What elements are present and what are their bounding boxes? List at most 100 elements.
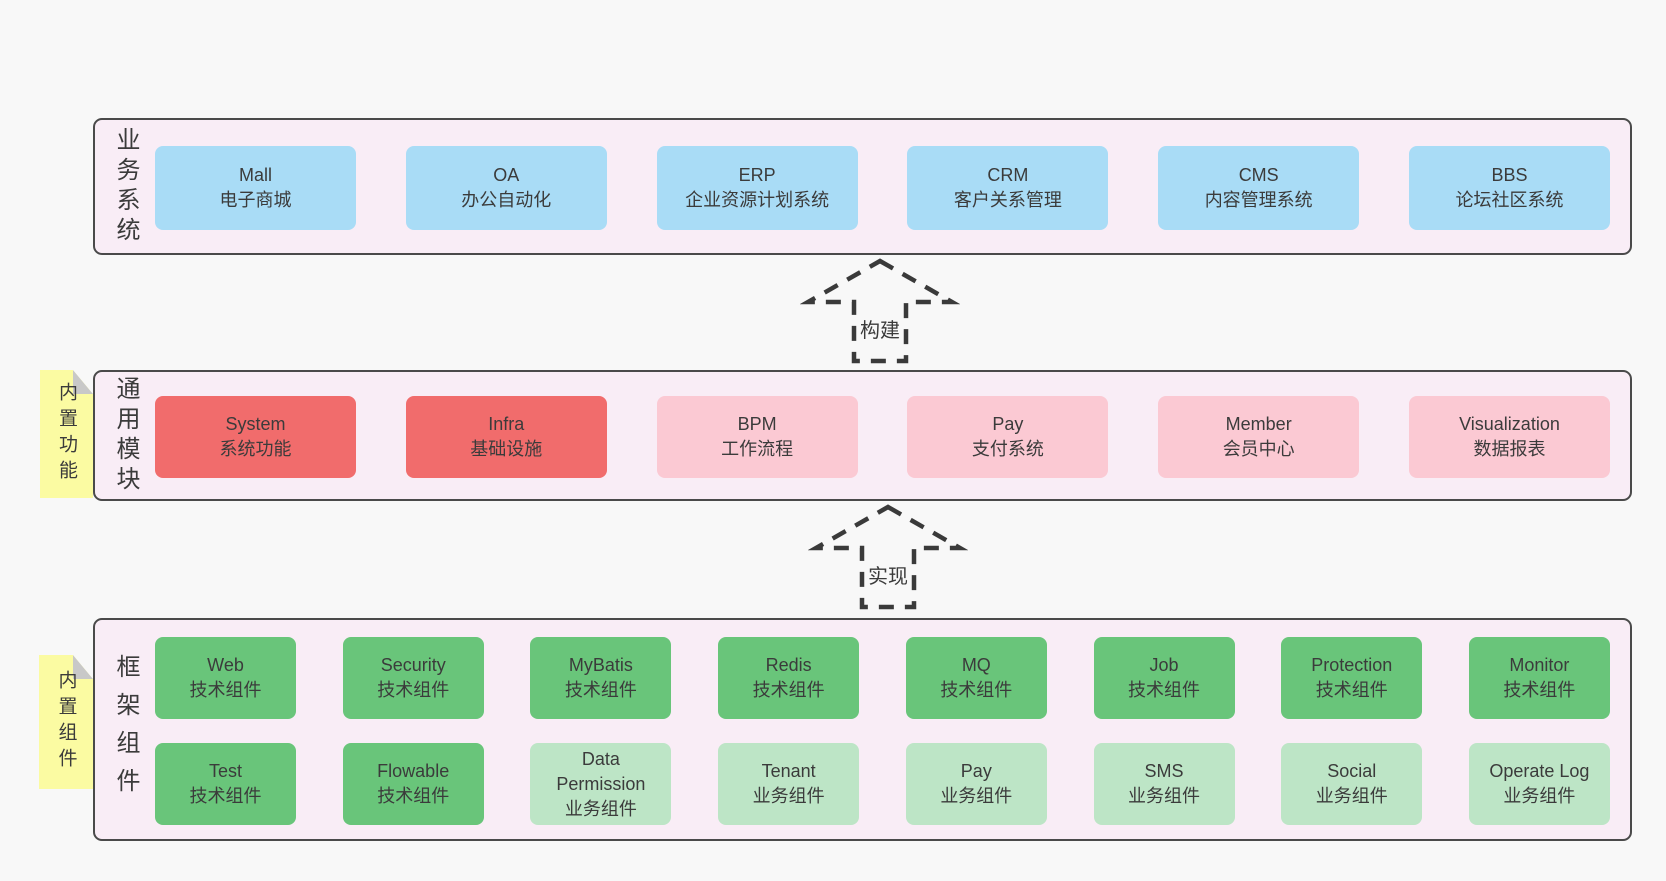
box-subtitle: 技术组件 — [377, 786, 450, 806]
component-box: Tenant 业务组件 — [718, 743, 860, 825]
box-subtitle: 系统功能 — [219, 439, 292, 459]
up-arrow-icon — [808, 504, 968, 610]
sticky-label: 内置组件 — [55, 670, 77, 774]
box-title: Job — [1149, 655, 1179, 675]
box-title: Pay — [960, 761, 992, 781]
section-framework-components: 框架组件 Web 技术组件 Security 技术组件 MyBatis 技术组件… — [93, 618, 1632, 841]
box-title: CMS — [1238, 165, 1279, 185]
box-title: Data Permission — [556, 748, 646, 794]
component-box: MyBatis 技术组件 — [530, 637, 672, 719]
box-title: BPM — [737, 414, 777, 434]
component-box: ERP 企业资源计划系统 — [656, 146, 858, 230]
section-common-modules: 通用模块 System 系统功能 Infra 基础设施 BPM 工作流程 Pay… — [93, 370, 1632, 501]
box-title: Test — [208, 761, 242, 781]
box-subtitle: 技术组件 — [189, 680, 262, 700]
component-box: OA 办公自动化 — [405, 146, 607, 230]
sticky-label: 内置功能 — [56, 382, 77, 486]
box-subtitle: 数据报表 — [1473, 439, 1546, 459]
sticky-note-builtin-components: 内置组件 — [39, 655, 93, 789]
box-title: Mall — [238, 165, 272, 185]
section-label: 框架组件 — [112, 653, 139, 806]
arrow-label: 构建 — [857, 314, 903, 343]
box-title: ERP — [738, 165, 776, 185]
box-subtitle: 业务组件 — [1315, 786, 1388, 806]
box-subtitle: 基础设施 — [470, 439, 543, 459]
box-title: BBS — [1491, 165, 1528, 185]
box-title: Visualization — [1459, 414, 1560, 434]
box-subtitle: 技术组件 — [189, 786, 262, 806]
component-box: Data Permission 业务组件 — [530, 743, 672, 825]
component-box: Flowable 技术组件 — [342, 743, 484, 825]
box-title: Web — [207, 655, 244, 675]
box-title: Security — [380, 655, 446, 675]
box-row: Mall 电子商城 OA 办公自动化 ERP 企业资源计划系统 CRM 客户关系… — [155, 146, 1610, 230]
build-arrow: 构建 — [800, 256, 960, 366]
component-box: Job 技术组件 — [1093, 637, 1235, 719]
box-subtitle: 业务组件 — [752, 786, 825, 806]
box-row: Web 技术组件 Security 技术组件 MyBatis 技术组件 Redi… — [155, 637, 1610, 719]
section-label: 通用模块 — [112, 375, 139, 496]
box-subtitle: 技术组件 — [377, 680, 450, 700]
component-box: Infra 基础设施 — [405, 396, 607, 478]
implement-arrow: 实现 — [808, 502, 968, 612]
box-subtitle: 技术组件 — [752, 680, 825, 700]
component-box: System 系统功能 — [155, 396, 356, 478]
box-title: SMS — [1144, 761, 1184, 781]
component-box: Test 技术组件 — [155, 743, 296, 825]
box-subtitle: 业务组件 — [940, 786, 1013, 806]
component-box: Security 技术组件 — [342, 637, 484, 719]
box-title: Social — [1327, 761, 1377, 781]
box-subtitle: 论坛社区系统 — [1455, 190, 1564, 210]
box-subtitle: 业务组件 — [1128, 786, 1201, 806]
box-subtitle: 技术组件 — [1503, 680, 1576, 700]
component-box: SMS 业务组件 — [1093, 743, 1235, 825]
component-box: Social 业务组件 — [1281, 743, 1423, 825]
component-box: Pay 支付系统 — [907, 396, 1109, 478]
box-title: Pay — [992, 414, 1024, 434]
component-box: Web 技术组件 — [155, 637, 296, 719]
box-subtitle: 会员中心 — [1222, 439, 1295, 459]
box-subtitle: 企业资源计划系统 — [685, 190, 830, 210]
component-box: Protection 技术组件 — [1281, 637, 1423, 719]
component-box: CRM 客户关系管理 — [907, 146, 1109, 230]
component-box: Redis 技术组件 — [718, 637, 860, 719]
box-subtitle: 内容管理系统 — [1204, 190, 1313, 210]
box-subtitle: 技术组件 — [564, 680, 637, 700]
box-title: MQ — [961, 655, 991, 675]
up-arrow-icon — [800, 258, 960, 364]
box-subtitle: 支付系统 — [971, 439, 1044, 459]
box-row: Test 技术组件 Flowable 技术组件 Data Permission … — [155, 743, 1610, 825]
component-box: CMS 内容管理系统 — [1158, 146, 1360, 230]
component-box: Monitor 技术组件 — [1468, 637, 1610, 719]
box-title: Tenant — [761, 761, 816, 781]
box-title: CRM — [987, 165, 1029, 185]
box-title: Member — [1225, 414, 1292, 434]
component-box: BPM 工作流程 — [656, 396, 858, 478]
box-title: Infra — [488, 414, 525, 434]
component-box: Mall 电子商城 — [155, 146, 356, 230]
component-box: BBS 论坛社区系统 — [1408, 146, 1610, 230]
component-box: MQ 技术组件 — [905, 637, 1047, 719]
box-row: System 系统功能 Infra 基础设施 BPM 工作流程 Pay 支付系统… — [155, 396, 1610, 478]
component-box: Member 会员中心 — [1158, 396, 1360, 478]
arrow-label: 实现 — [865, 560, 911, 589]
box-subtitle: 办公自动化 — [461, 190, 552, 210]
box-title: Monitor — [1509, 655, 1570, 675]
box-title: OA — [493, 165, 520, 185]
box-subtitle: 业务组件 — [564, 798, 637, 819]
section-label: 业务系统 — [112, 126, 139, 247]
box-title: Protection — [1311, 655, 1393, 675]
box-subtitle: 技术组件 — [1315, 680, 1388, 700]
component-box: Pay 业务组件 — [905, 743, 1047, 825]
sticky-note-builtin-features: 内置功能 — [40, 370, 93, 498]
box-subtitle: 业务组件 — [1503, 786, 1576, 806]
box-title: Operate Log — [1489, 761, 1590, 781]
box-title: Redis — [765, 655, 812, 675]
box-subtitle: 技术组件 — [940, 680, 1013, 700]
box-title: MyBatis — [568, 655, 633, 675]
box-subtitle: 客户关系管理 — [953, 190, 1062, 210]
section-business-systems: 业务系统 Mall 电子商城 OA 办公自动化 ERP 企业资源计划系统 CRM… — [93, 118, 1632, 255]
component-box: Operate Log 业务组件 — [1468, 743, 1610, 825]
box-subtitle: 工作流程 — [721, 439, 794, 459]
